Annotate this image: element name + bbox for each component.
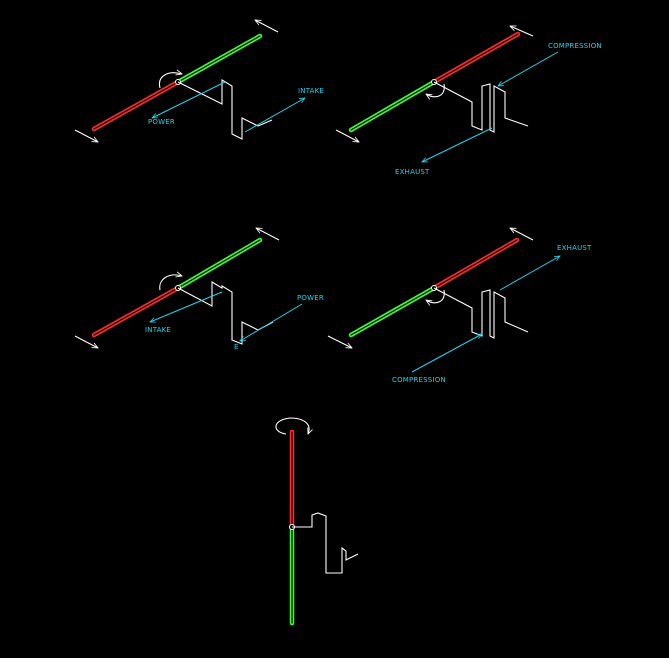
- label-intake: INTAKE: [145, 326, 171, 334]
- exhaust-arrow: [499, 256, 560, 291]
- label-compression: COMPRESSION: [548, 42, 602, 50]
- rod-core: [433, 239, 518, 289]
- label-exhaust: EXHAUST: [395, 168, 430, 176]
- label-e: E: [234, 343, 239, 351]
- crankshaft-profile: [292, 512, 359, 574]
- power-arrow: [152, 81, 226, 119]
- power-arrow: [240, 303, 303, 341]
- rod-core: [350, 81, 435, 131]
- rod-core: [93, 81, 179, 130]
- rotation-arrow: [159, 275, 182, 291]
- rotation-arrow: [275, 417, 309, 434]
- axis-arrow-right: [510, 25, 534, 37]
- rod-core: [350, 287, 435, 336]
- exhaust-arrow: [422, 127, 493, 163]
- rod-core: [93, 287, 179, 336]
- intake-arrow: [244, 98, 305, 133]
- axis-arrow-right: [256, 228, 280, 241]
- diagram-power-intake: POWER INTAKE: [74, 20, 324, 142]
- intake-arrow: [150, 291, 223, 322]
- crankshaft-profile: [177, 79, 273, 140]
- diagram-vertical-rod: [275, 417, 359, 626]
- axis-arrow-left: [74, 129, 98, 142]
- crankshaft-profile: [433, 81, 529, 133]
- rod-core: [177, 35, 261, 83]
- compression-arrow: [411, 334, 482, 373]
- diagram-compression-exhaust: COMPRESSION EXHAUST: [335, 25, 602, 176]
- rod-core: [433, 33, 519, 83]
- diagram-intake-power: INTAKE POWER E: [74, 228, 324, 351]
- axis-arrow-left: [74, 335, 98, 348]
- axis-arrow-left: [335, 129, 359, 142]
- label-intake: INTAKE: [298, 87, 324, 95]
- rotation-arrow: [158, 73, 182, 89]
- label-power: POWER: [148, 118, 175, 126]
- crankshaft-profile: [177, 281, 274, 345]
- axis-arrow-right: [510, 228, 534, 241]
- axis-arrow-right: [255, 20, 279, 33]
- axis-arrow-left: [327, 335, 352, 349]
- label-exhaust: EXHAUST: [557, 244, 592, 252]
- compression-arrow: [498, 51, 559, 86]
- diagram-exhaust-compression: EXHAUST COMPRESSION: [327, 228, 592, 384]
- label-power: POWER: [297, 294, 324, 302]
- rod-core: [177, 239, 261, 289]
- crankshaft-profile: [433, 287, 529, 339]
- label-compression: COMPRESSION: [392, 376, 446, 384]
